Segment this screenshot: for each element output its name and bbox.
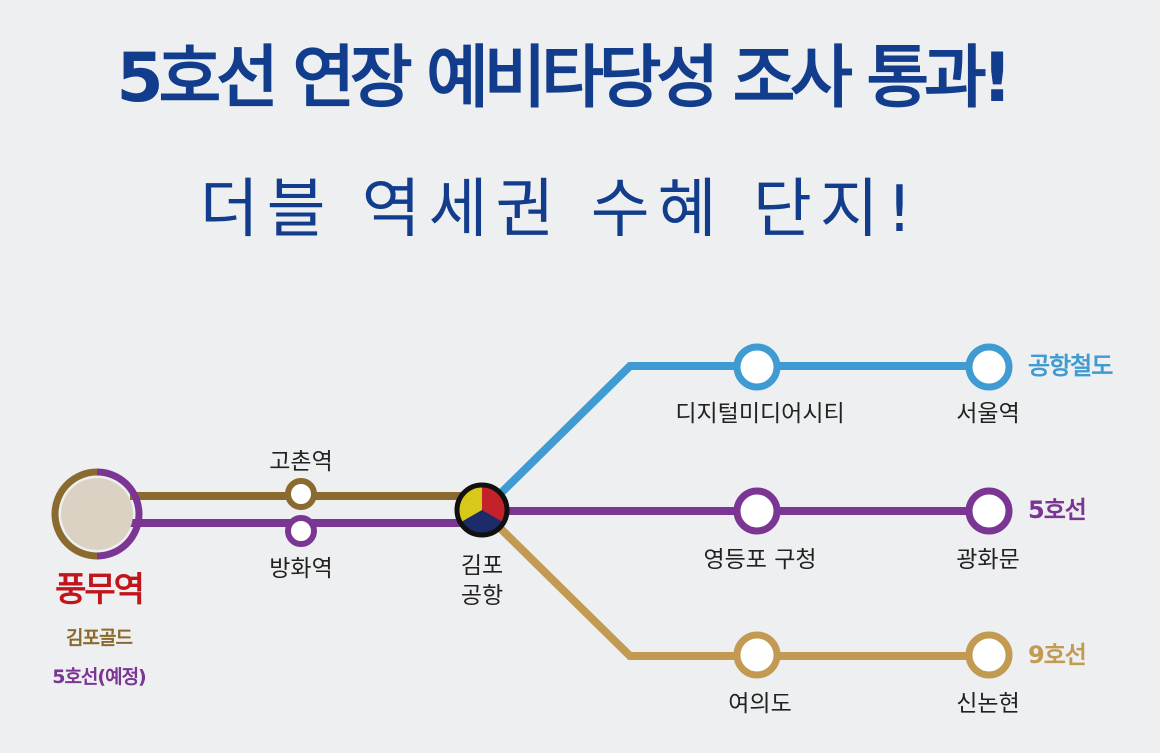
line9-name: 9호선 [1028,641,1086,669]
line5-name: 5호선 [1028,496,1086,524]
gimpo-airport-label-line2: 공항 [461,583,503,609]
gimpo-airport-hub-marker [454,482,510,538]
gwanghwamun-station-marker [965,487,1013,535]
line9-route [497,525,990,660]
yeongdeungpo-label: 영등포 구청 [703,547,816,573]
seoul-station-label: 서울역 [956,401,1019,427]
banghwa-station-label: 방화역 [269,556,332,582]
yeouido-label: 여의도 [728,691,791,717]
line5-planned-label: 5호선(예정) [52,666,146,688]
yeouido-station-marker [733,631,781,679]
page-title: 5호선 연장 예비타당성 조사 통과! [116,39,1012,118]
page-subtitle: 더블 역세권 수혜 단지! [199,173,921,247]
banghwa-station-marker [285,515,317,547]
gwanghwamun-label: 광화문 [956,547,1019,573]
sinnonhyeon-label: 신논현 [956,691,1019,717]
seoul-station-marker [965,343,1013,391]
airport-railroad-line [497,362,990,497]
pungmu-station-marker [51,468,143,560]
gochon-station-marker [285,478,317,510]
airport-line-name: 공항철도 [1028,352,1113,380]
digital-media-city-label: 디지털미디어시티 [675,401,844,427]
gimpo-gold-line-label: 김포골드 [66,627,132,649]
yeongdeungpo-station-marker [733,487,781,535]
gimpo-airport-label-line1: 김포 [461,553,503,579]
sinnonhyeon-station-marker [965,631,1013,679]
gochon-station-label: 고촌역 [269,449,332,475]
digital-media-city-station-marker [733,343,781,391]
pungmu-station-name: 풍무역 [55,570,143,610]
